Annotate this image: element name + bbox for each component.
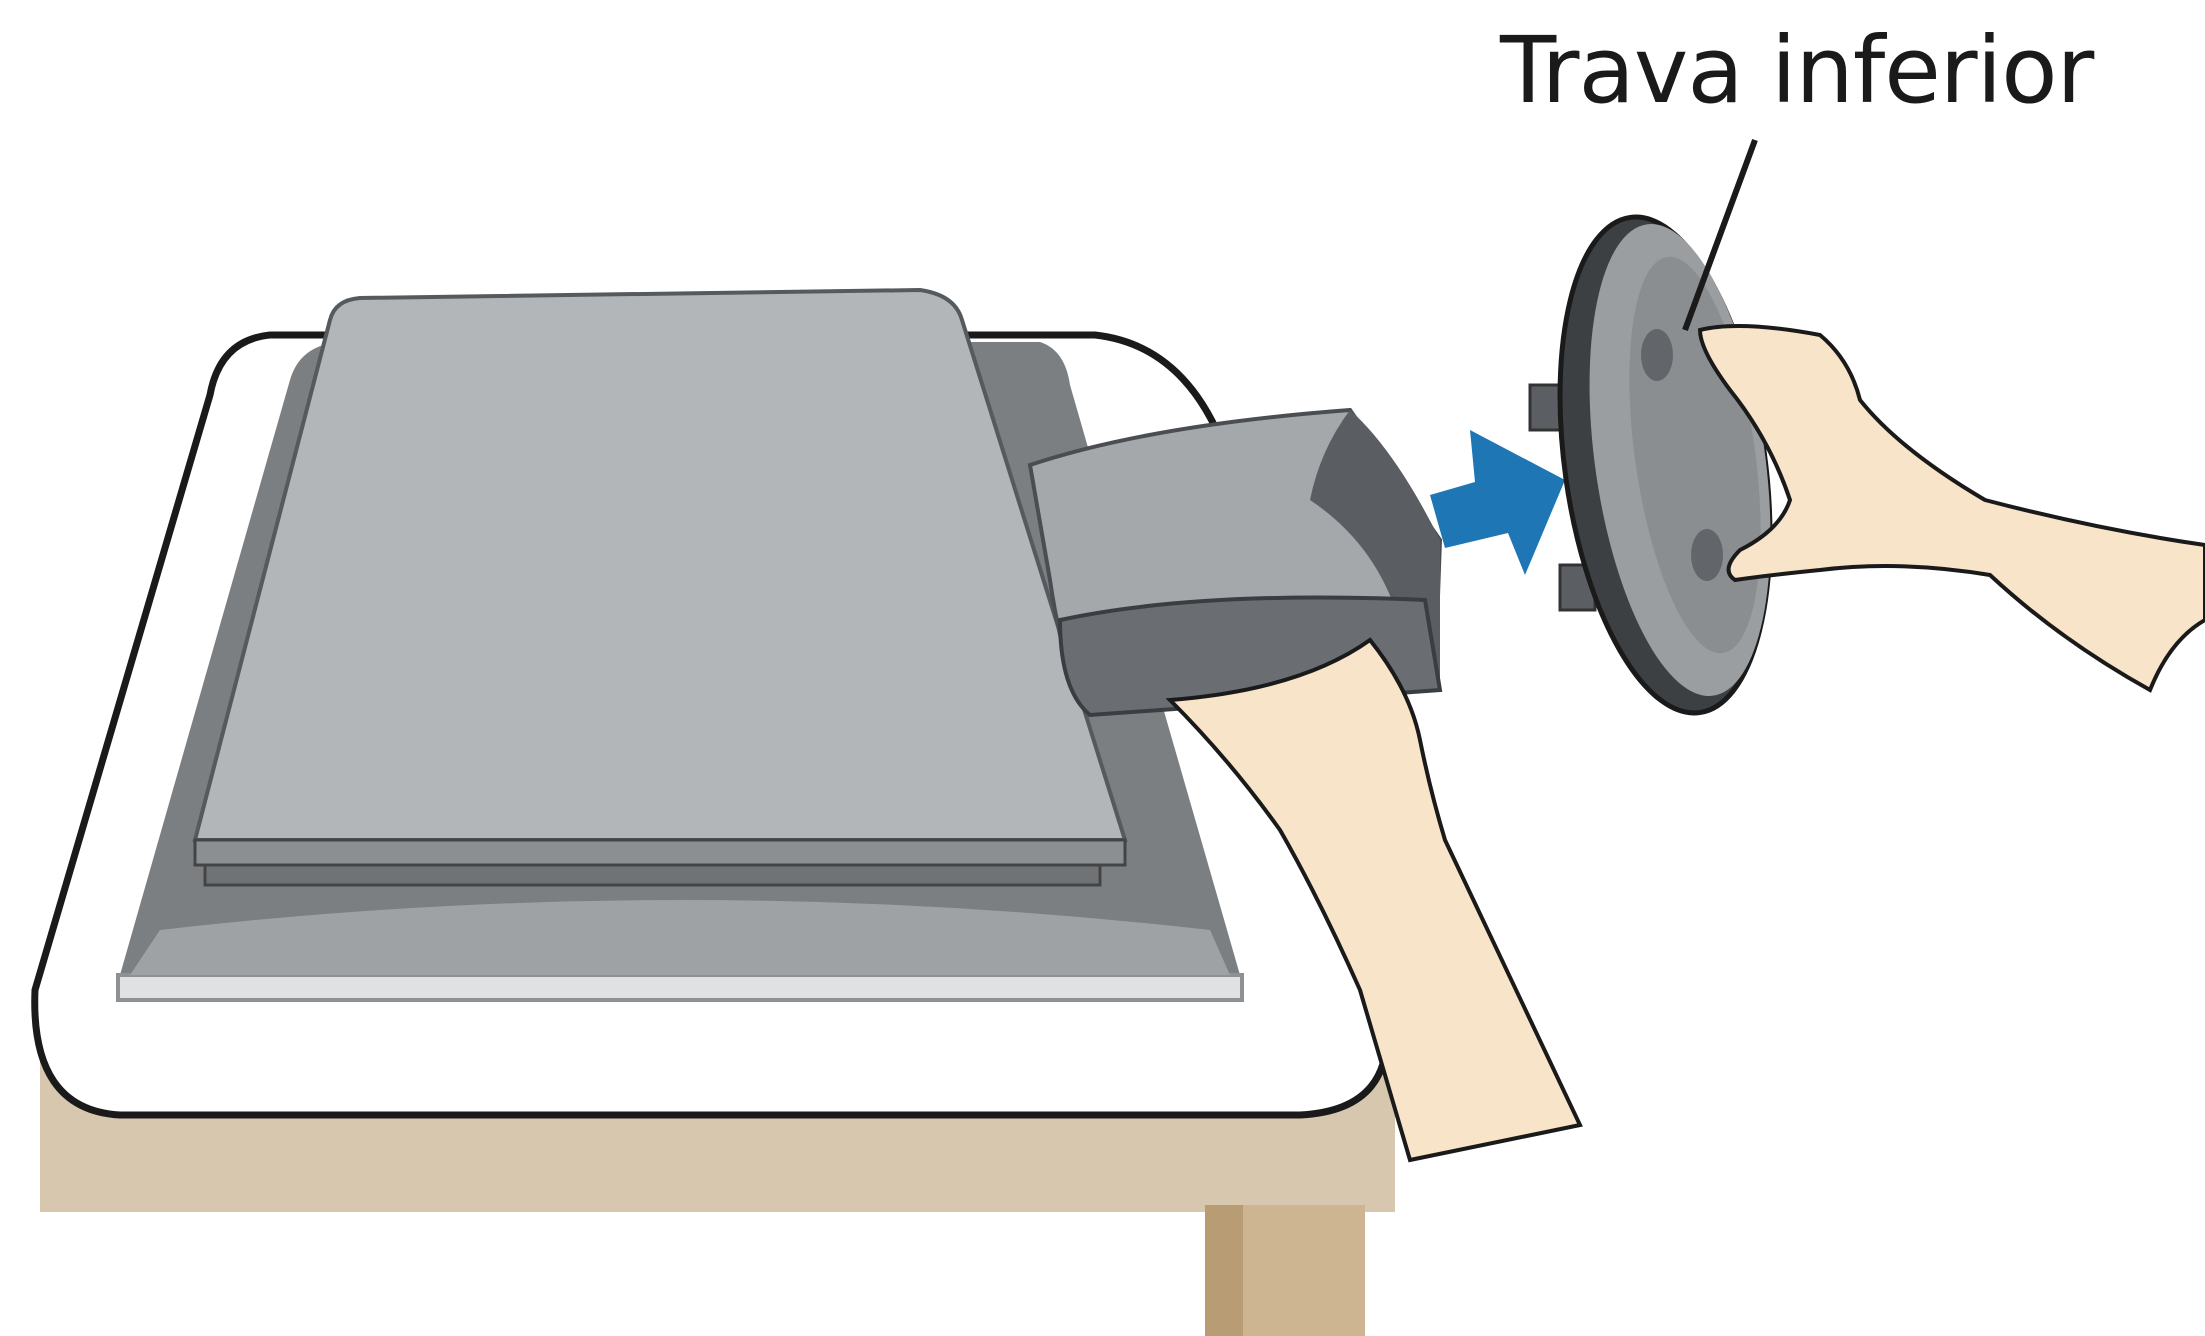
direction-arrow-icon <box>1430 430 1565 575</box>
stand-base-icon <box>1530 204 1799 727</box>
right-hand <box>1700 326 2205 690</box>
callout-label: Trava inferior <box>1500 20 2040 121</box>
